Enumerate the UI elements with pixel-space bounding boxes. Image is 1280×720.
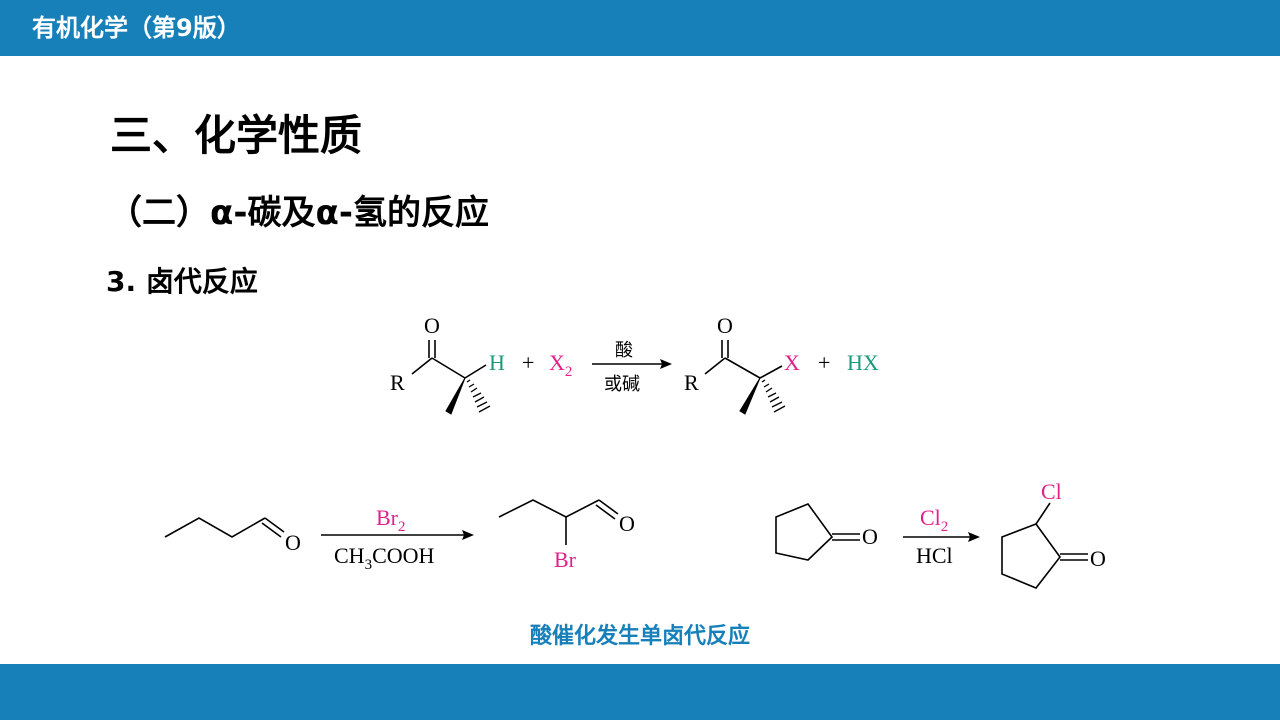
bond-r-c	[411, 357, 433, 375]
bond-calpha-h	[464, 364, 487, 379]
oxygen-product-label: O	[717, 313, 733, 338]
r-group-product-label: R	[684, 370, 699, 395]
bottom-bar	[0, 664, 1280, 720]
halogen-reagent-label: X2	[549, 350, 572, 380]
r-group-label: R	[390, 370, 405, 395]
product-chlorine-label: Cl	[1041, 479, 1062, 504]
product-aldehyde-bond-1	[598, 499, 619, 515]
example1-reaction	[164, 499, 619, 545]
bond-calpha-x	[759, 365, 783, 379]
plus-sign: +	[522, 350, 534, 375]
cyclopentanone-ring	[775, 503, 834, 561]
cyclopentanone-oxygen-label: O	[862, 524, 878, 549]
condition-or-base: 或碱	[604, 374, 640, 395]
bond-r-c-product	[704, 357, 726, 375]
arrowhead-2	[462, 530, 474, 540]
oxygen-label: O	[424, 313, 440, 338]
product-ring	[1001, 523, 1062, 589]
top-bar: 有机化学（第9版）	[0, 0, 1280, 56]
bond-c-calpha-product	[724, 357, 761, 379]
plus-sign: +	[818, 350, 830, 375]
aldehyde-bond-2	[261, 522, 282, 538]
subsection-heading: （二）α-碳及α-氢的反应	[108, 193, 489, 233]
hash-bond-product	[761, 379, 786, 413]
wedge-bond	[445, 377, 466, 415]
butanal-chain	[164, 517, 266, 538]
chlorine-reagent-label: Cl2	[920, 505, 948, 535]
product-chain	[498, 499, 600, 518]
bromine-reagent-label: Br2	[376, 505, 406, 535]
hydrogen-halide-label: HX	[847, 350, 879, 375]
arrowhead-3	[968, 532, 980, 542]
product-aldehyde-bond-2	[595, 504, 616, 520]
acetic-acid-label: CH3COOH	[334, 543, 435, 573]
section-heading: 三、化学性质	[110, 111, 363, 160]
caption: 酸催化发生单卤代反应	[529, 624, 750, 649]
product-oxygen-label: O	[619, 511, 635, 536]
topic-heading: 3. 卤代反应	[106, 265, 258, 298]
product-bromine-label: Br	[554, 547, 577, 572]
hash-bond	[466, 379, 491, 413]
c-cl-bond	[1035, 502, 1051, 525]
course-title: 有机化学（第9版）	[32, 14, 241, 42]
arrowhead-1	[660, 359, 672, 369]
halogen-product-label: X	[784, 350, 800, 375]
general-reaction	[411, 340, 786, 415]
alpha-hydrogen-label: H	[489, 350, 505, 375]
aldehyde-bond-1	[264, 517, 285, 533]
wedge-bond-product	[739, 377, 761, 415]
bond-c-calpha	[431, 357, 466, 379]
condition-acid: 酸	[615, 340, 633, 361]
butanal-oxygen-label: O	[285, 530, 301, 555]
example2-reaction	[775, 502, 1088, 589]
product-oxygen-label: O	[1090, 546, 1106, 571]
hcl-catalyst-label: HCl	[916, 543, 953, 568]
